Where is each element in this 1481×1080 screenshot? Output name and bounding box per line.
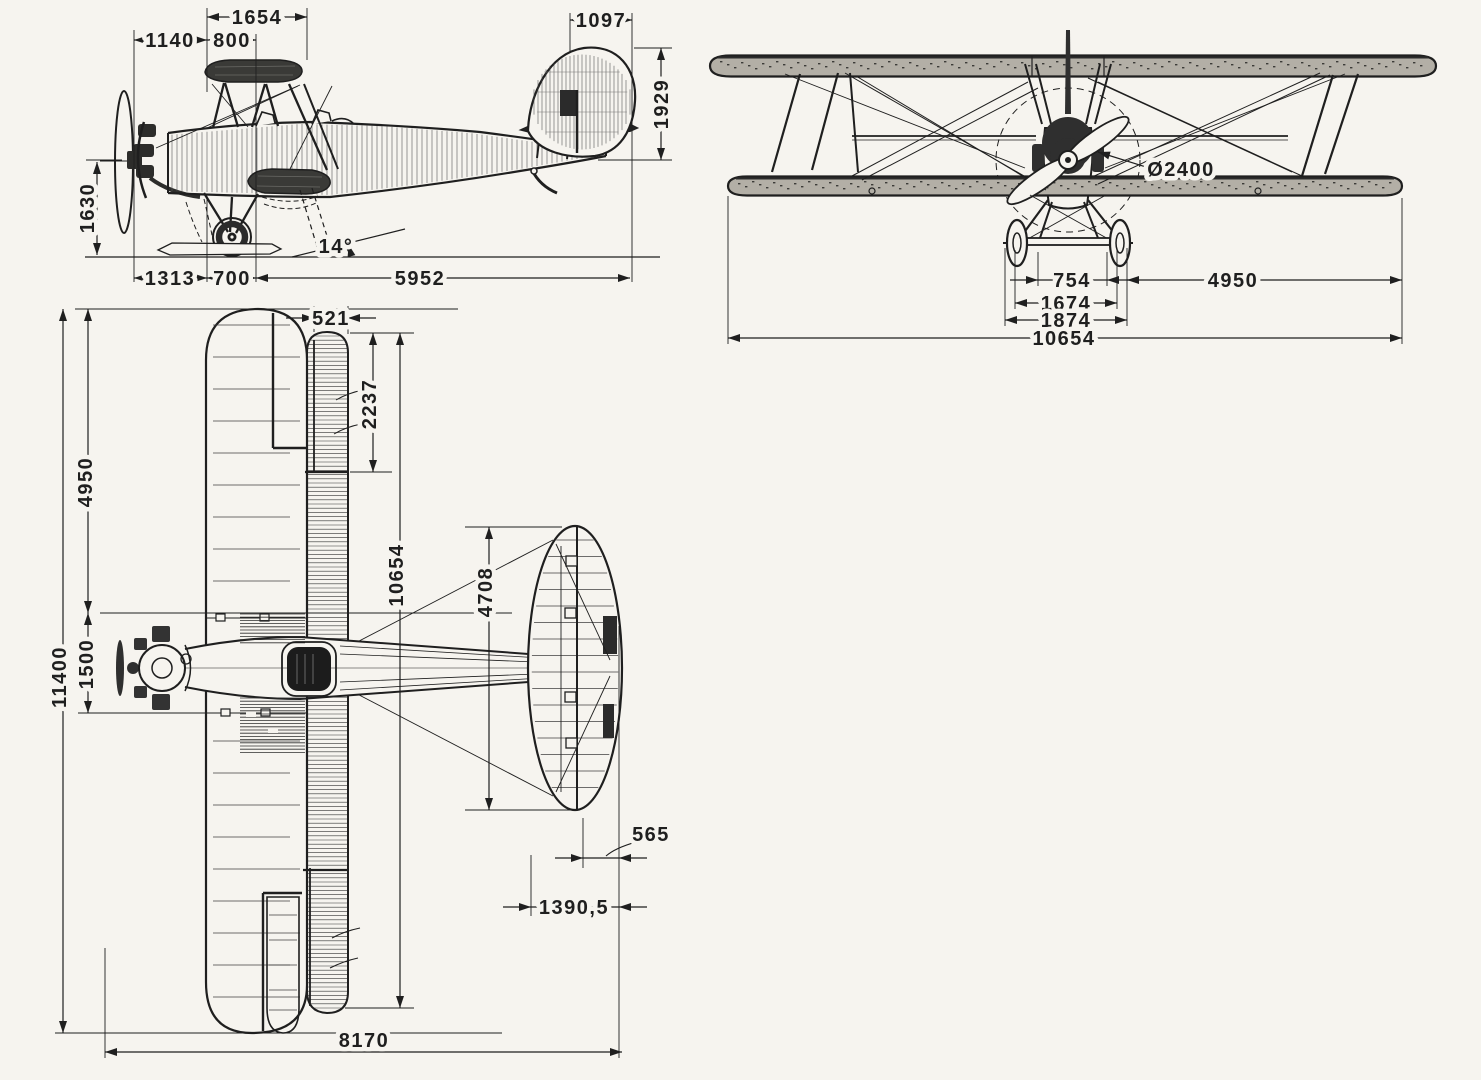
dim-label-aileron-span: 2237 bbox=[359, 379, 381, 430]
dim-label-5952: 5952 bbox=[395, 268, 446, 290]
side-view bbox=[85, 8, 672, 282]
dim-label-front-span: 10654 bbox=[1032, 328, 1095, 350]
dim-label-half-span-top: 4950 bbox=[75, 457, 97, 508]
dim-label-fin-chord: 1097 bbox=[576, 10, 627, 32]
dim-label-elevator-chord: 565 bbox=[632, 824, 670, 846]
dim-label-800: 800 bbox=[213, 30, 251, 52]
top-view bbox=[55, 306, 647, 1058]
dim-label-upper-span: 11400 bbox=[49, 646, 71, 708]
dim-label-1313: 1313 bbox=[145, 268, 196, 290]
dim-label-1674: 1674 bbox=[1041, 293, 1092, 315]
dim-label-fuselage-length: 8170 bbox=[339, 1030, 390, 1052]
dim-label-lower-span: 10654 bbox=[386, 543, 408, 606]
front-view bbox=[708, 30, 1438, 344]
dim-label-ground-angle: 14° bbox=[319, 236, 354, 258]
dim-label-center-section: 1500 bbox=[76, 639, 98, 690]
dim-label-754: 754 bbox=[1053, 270, 1091, 292]
dim-label-prop-diameter: Ø2400 bbox=[1147, 159, 1215, 181]
dim-label-front-half-span: 4950 bbox=[1208, 270, 1259, 292]
dim-label-fin-height: 1929 bbox=[651, 79, 673, 130]
dim-label-aileron-chord: 521 bbox=[312, 308, 350, 330]
dim-label-prop-height: 1630 bbox=[77, 183, 99, 234]
dim-label-1140: 1140 bbox=[145, 30, 194, 52]
dimension-labels: 1654 1140 800 1097 1929 1630 14° 1313 70… bbox=[45, 3, 1262, 1057]
dim-label-tail-chord: 1390,5 bbox=[539, 897, 609, 919]
dim-label-upper-wing-chord: 1654 bbox=[232, 7, 283, 29]
dim-label-700: 700 bbox=[213, 268, 251, 290]
dim-label-1874: 1874 bbox=[1041, 310, 1092, 332]
dim-label-tail-span: 4708 bbox=[475, 567, 497, 618]
